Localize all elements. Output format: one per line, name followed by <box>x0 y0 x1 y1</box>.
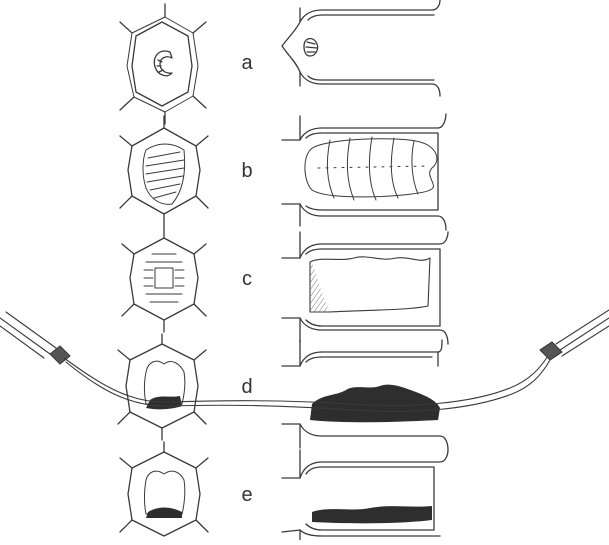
stage-e-open-cell-icon <box>145 471 185 518</box>
stage-label-a: a <box>232 52 262 74</box>
stage-e-side-view-cell <box>282 450 448 540</box>
stage-b-pupa-icon <box>305 137 437 200</box>
forceps-tool-icon <box>0 310 609 411</box>
stage-b-end-view-cell <box>120 116 208 228</box>
stage-b-capped-pupa-icon <box>143 144 185 204</box>
stage-a-side-egg-icon <box>304 39 318 56</box>
stage-c-side-view-cell <box>282 232 448 344</box>
stage-a-end-view-cell <box>120 4 206 124</box>
stage-a-side-view-cell <box>282 0 440 96</box>
stage-c-end-view-cell <box>122 228 206 332</box>
stage-d-end-view-cell <box>118 334 206 440</box>
stage-label-e: e <box>232 484 262 506</box>
stage-a-egg-larva-icon <box>154 51 172 76</box>
stage-c-cocoon-opening-icon <box>144 254 184 302</box>
stage-label-c: c <box>232 268 262 290</box>
stage-label-d: d <box>232 376 262 398</box>
stage-e-end-view-cell <box>120 442 208 536</box>
stage-b-side-view-cell <box>282 114 446 230</box>
stage-e-scale-residue <box>312 506 432 523</box>
stage-label-b: b <box>232 160 262 182</box>
stage-d-dried-residue <box>310 385 440 423</box>
stage-c-remains-shape <box>310 257 430 312</box>
